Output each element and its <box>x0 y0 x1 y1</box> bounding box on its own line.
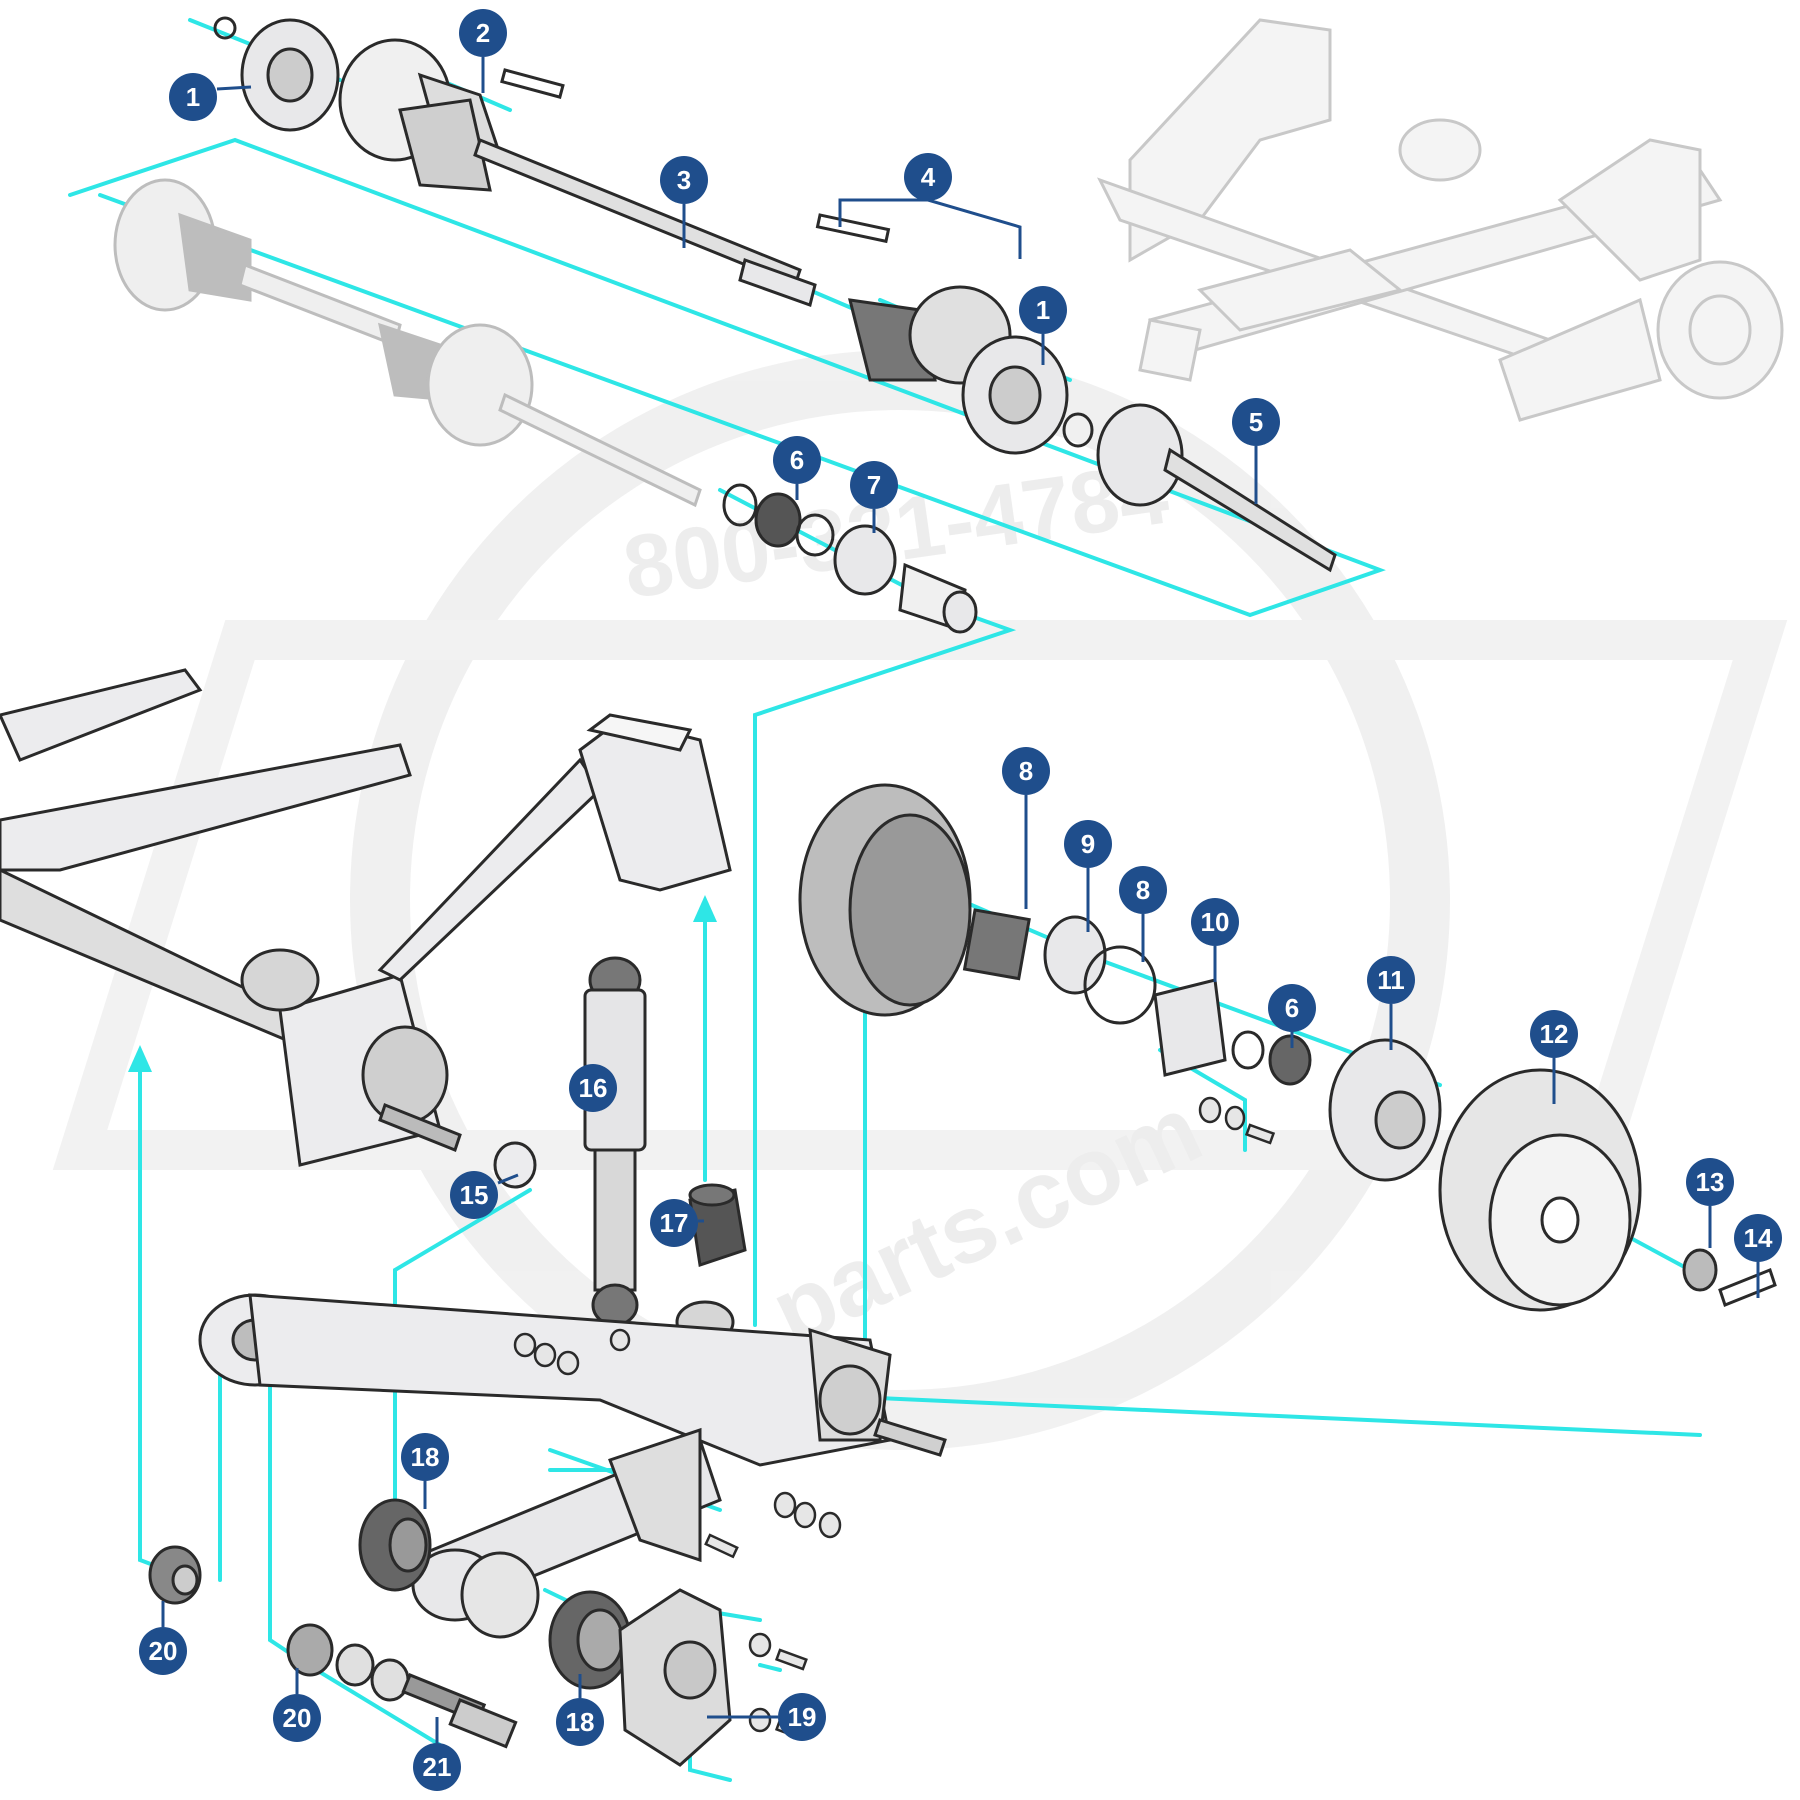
callout-label: 6 <box>1285 993 1299 1023</box>
callout-17: 17 <box>650 1199 704 1247</box>
callout-label: 12 <box>1540 1019 1569 1049</box>
callout-label: 9 <box>1081 829 1095 859</box>
callout-label: 2 <box>476 18 490 48</box>
callout-14: 14 <box>1734 1214 1782 1298</box>
spring-plate <box>411 1427 722 1622</box>
callout-label: 8 <box>1136 875 1150 905</box>
callout-2: 2 <box>459 9 507 93</box>
callout-4: 4 <box>838 153 1022 259</box>
callout-5: 5 <box>1232 398 1280 504</box>
watermark-site: parts.com <box>756 1075 1217 1366</box>
callout-10: 10 <box>1191 898 1239 982</box>
bushings-lower <box>148 1498 732 1767</box>
trailing-arm <box>198 1293 947 1467</box>
callout-6b: 6 <box>1268 984 1316 1048</box>
callout-label: 13 <box>1696 1167 1725 1197</box>
callout-3: 3 <box>660 156 708 248</box>
arrow-up-left <box>128 1045 152 1072</box>
callout-label: 17 <box>660 1208 689 1238</box>
callout-label: 6 <box>790 445 804 475</box>
callout-label: 16 <box>579 1073 608 1103</box>
callout-18a: 18 <box>401 1433 449 1509</box>
callout-8b: 8 <box>1119 866 1167 962</box>
callout-label: 21 <box>423 1752 452 1782</box>
callout-label: 18 <box>411 1442 440 1472</box>
callout-label: 11 <box>1377 965 1405 995</box>
callout-label: 8 <box>1019 756 1033 786</box>
callout-16: 16 <box>569 1064 617 1112</box>
callout-1a: 1 <box>169 73 252 121</box>
drive-shaft-ghost <box>113 178 702 508</box>
callout-label: 18 <box>566 1707 595 1737</box>
drive-shaft-upper <box>213 16 1337 573</box>
callout-label: 7 <box>867 470 881 500</box>
assembled-overview-ghost <box>1096 18 1784 422</box>
flange-plate <box>398 98 492 192</box>
watermark-phone: 800-321-4784 <box>618 443 1175 617</box>
bearing-parts-upper <box>722 483 978 634</box>
callouts: 1 2 3 4 1 5 6 <box>139 9 1782 1791</box>
stub-axle-flange <box>1096 403 1184 507</box>
callout-9: 9 <box>1064 820 1112 932</box>
callout-label: 14 <box>1744 1223 1773 1253</box>
brake-assembly <box>798 783 1777 1312</box>
callout-label: 3 <box>677 165 691 195</box>
callout-6a: 6 <box>773 436 821 500</box>
callout-18b: 18 <box>556 1674 604 1746</box>
callout-8a: 8 <box>1002 747 1050 909</box>
callout-label: 4 <box>921 162 936 192</box>
assembly-arrows <box>128 895 717 1072</box>
callout-12: 12 <box>1530 1010 1578 1104</box>
callout-7: 7 <box>850 461 898 533</box>
callout-label: 10 <box>1201 907 1230 937</box>
callout-21: 21 <box>413 1717 461 1791</box>
callout-1b: 1 <box>1019 286 1067 365</box>
shock-absorber <box>583 956 647 1327</box>
callout-label: 1 <box>1036 295 1050 325</box>
callout-11: 11 <box>1367 956 1415 1050</box>
rear-crossmember <box>0 668 732 1189</box>
callout-19: 19 <box>707 1693 826 1741</box>
hardware <box>513 1096 1276 1741</box>
callout-13: 13 <box>1686 1158 1734 1248</box>
callout-label: 20 <box>149 1636 178 1666</box>
callout-label: 20 <box>283 1703 312 1733</box>
callout-20a: 20 <box>139 1601 187 1675</box>
callout-label: 1 <box>186 82 200 112</box>
callout-20b: 20 <box>273 1668 321 1742</box>
callout-label: 5 <box>1249 407 1263 437</box>
spline-shaft-15 <box>378 1103 462 1152</box>
arrow-up-right <box>693 895 717 922</box>
callout-15: 15 <box>450 1171 519 1219</box>
callout-label: 15 <box>460 1180 489 1210</box>
callout-label: 19 <box>788 1702 817 1732</box>
